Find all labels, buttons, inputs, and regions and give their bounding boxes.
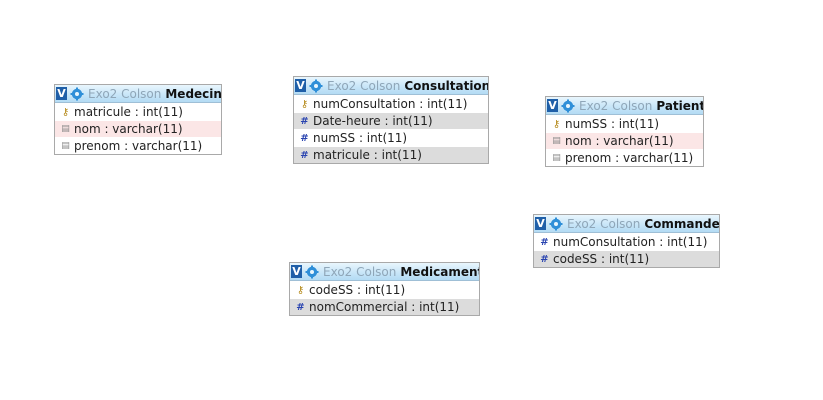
hash-icon: # [540,236,549,248]
table-name[interactable]: Medecin [165,86,221,101]
field-row[interactable]: ⚷ codeSS : int(11) [290,281,479,298]
database-name: Exo2 Colson [88,86,162,101]
gear-icon[interactable] [305,265,319,279]
field-row[interactable]: ⚷ numSS : int(11) [546,115,703,132]
field-label: numSS : int(11) [313,131,408,145]
database-name: Exo2 Colson [567,216,641,231]
table-header[interactable]: V Exo2 Colson Patient [546,97,703,115]
table-consultation[interactable]: V Exo2 Colson Consultation ⚷ numConsulta… [293,76,489,164]
table-name[interactable]: Patient [656,98,703,113]
field-row[interactable]: # numSS : int(11) [294,129,488,146]
table-header[interactable]: V Exo2 Colson Commande [534,215,719,233]
field-row[interactable]: # codeSS : int(11) [534,250,719,267]
field-row[interactable]: # matricule : int(11) [294,146,488,163]
field-label: nom : varchar(11) [74,122,183,136]
field-label: Date-heure : int(11) [313,114,433,128]
field-label: codeSS : int(11) [553,252,650,266]
field-label: numConsultation : int(11) [553,235,708,249]
table-medicament[interactable]: V Exo2 Colson Medicament ⚷ codeSS : int(… [289,262,480,316]
table-header[interactable]: V Exo2 Colson Consultation [294,77,488,95]
field-label: numConsultation : int(11) [313,97,468,111]
table-name[interactable]: Commande [644,216,719,231]
key-icon: ⚷ [552,118,561,130]
field-row[interactable]: # Date-heure : int(11) [294,112,488,129]
field-row[interactable]: ▤ prenom : varchar(11) [55,137,221,154]
table-patient[interactable]: V Exo2 Colson Patient ⚷ numSS : int(11) … [545,96,704,167]
gear-icon[interactable] [561,99,575,113]
field-label: matricule : int(11) [313,148,422,162]
key-icon: ⚷ [296,284,305,296]
field-label: numSS : int(11) [565,117,660,131]
key-icon: ⚷ [61,106,70,118]
table-name[interactable]: Consultation [404,78,488,93]
toggle-columns-button[interactable]: V [291,265,302,278]
gear-icon[interactable] [549,217,563,231]
field-icon: ▤ [552,136,561,146]
gear-icon[interactable] [309,79,323,93]
field-row[interactable]: ⚷ numConsultation : int(11) [294,95,488,112]
hash-icon: # [300,149,309,161]
key-icon: ⚷ [300,98,309,110]
field-icon: ▤ [61,124,70,134]
database-name: Exo2 Colson [323,264,397,279]
field-row[interactable]: # numConsultation : int(11) [534,233,719,250]
table-medecin[interactable]: V Exo2 Colson Medecin ⚷ matricule : int(… [54,84,222,155]
field-row[interactable]: ▤ nom : varchar(11) [55,120,221,137]
table-commande[interactable]: V Exo2 Colson Commande # numConsultation… [533,214,720,268]
database-name: Exo2 Colson [327,78,401,93]
field-row[interactable]: ▤ prenom : varchar(11) [546,149,703,166]
field-row[interactable]: # nomCommercial : int(11) [290,298,479,315]
table-header[interactable]: V Exo2 Colson Medecin [55,85,221,103]
field-icon: ▤ [552,153,561,163]
table-header[interactable]: V Exo2 Colson Medicament [290,263,479,281]
toggle-columns-button[interactable]: V [295,79,306,92]
field-label: codeSS : int(11) [309,283,406,297]
hash-icon: # [300,132,309,144]
field-label: prenom : varchar(11) [74,139,203,153]
database-name: Exo2 Colson [579,98,653,113]
gear-icon[interactable] [70,87,84,101]
field-icon: ▤ [61,141,70,151]
field-row[interactable]: ⚷ matricule : int(11) [55,103,221,120]
field-label: nom : varchar(11) [565,134,674,148]
field-label: matricule : int(11) [74,105,183,119]
hash-icon: # [540,253,549,265]
field-label: nomCommercial : int(11) [309,300,460,314]
field-label: prenom : varchar(11) [565,151,694,165]
field-row[interactable]: ▤ nom : varchar(11) [546,132,703,149]
toggle-columns-button[interactable]: V [535,217,546,230]
hash-icon: # [300,115,309,127]
table-name[interactable]: Medicament [400,264,479,279]
toggle-columns-button[interactable]: V [56,87,67,100]
toggle-columns-button[interactable]: V [547,99,558,112]
hash-icon: # [296,301,305,313]
